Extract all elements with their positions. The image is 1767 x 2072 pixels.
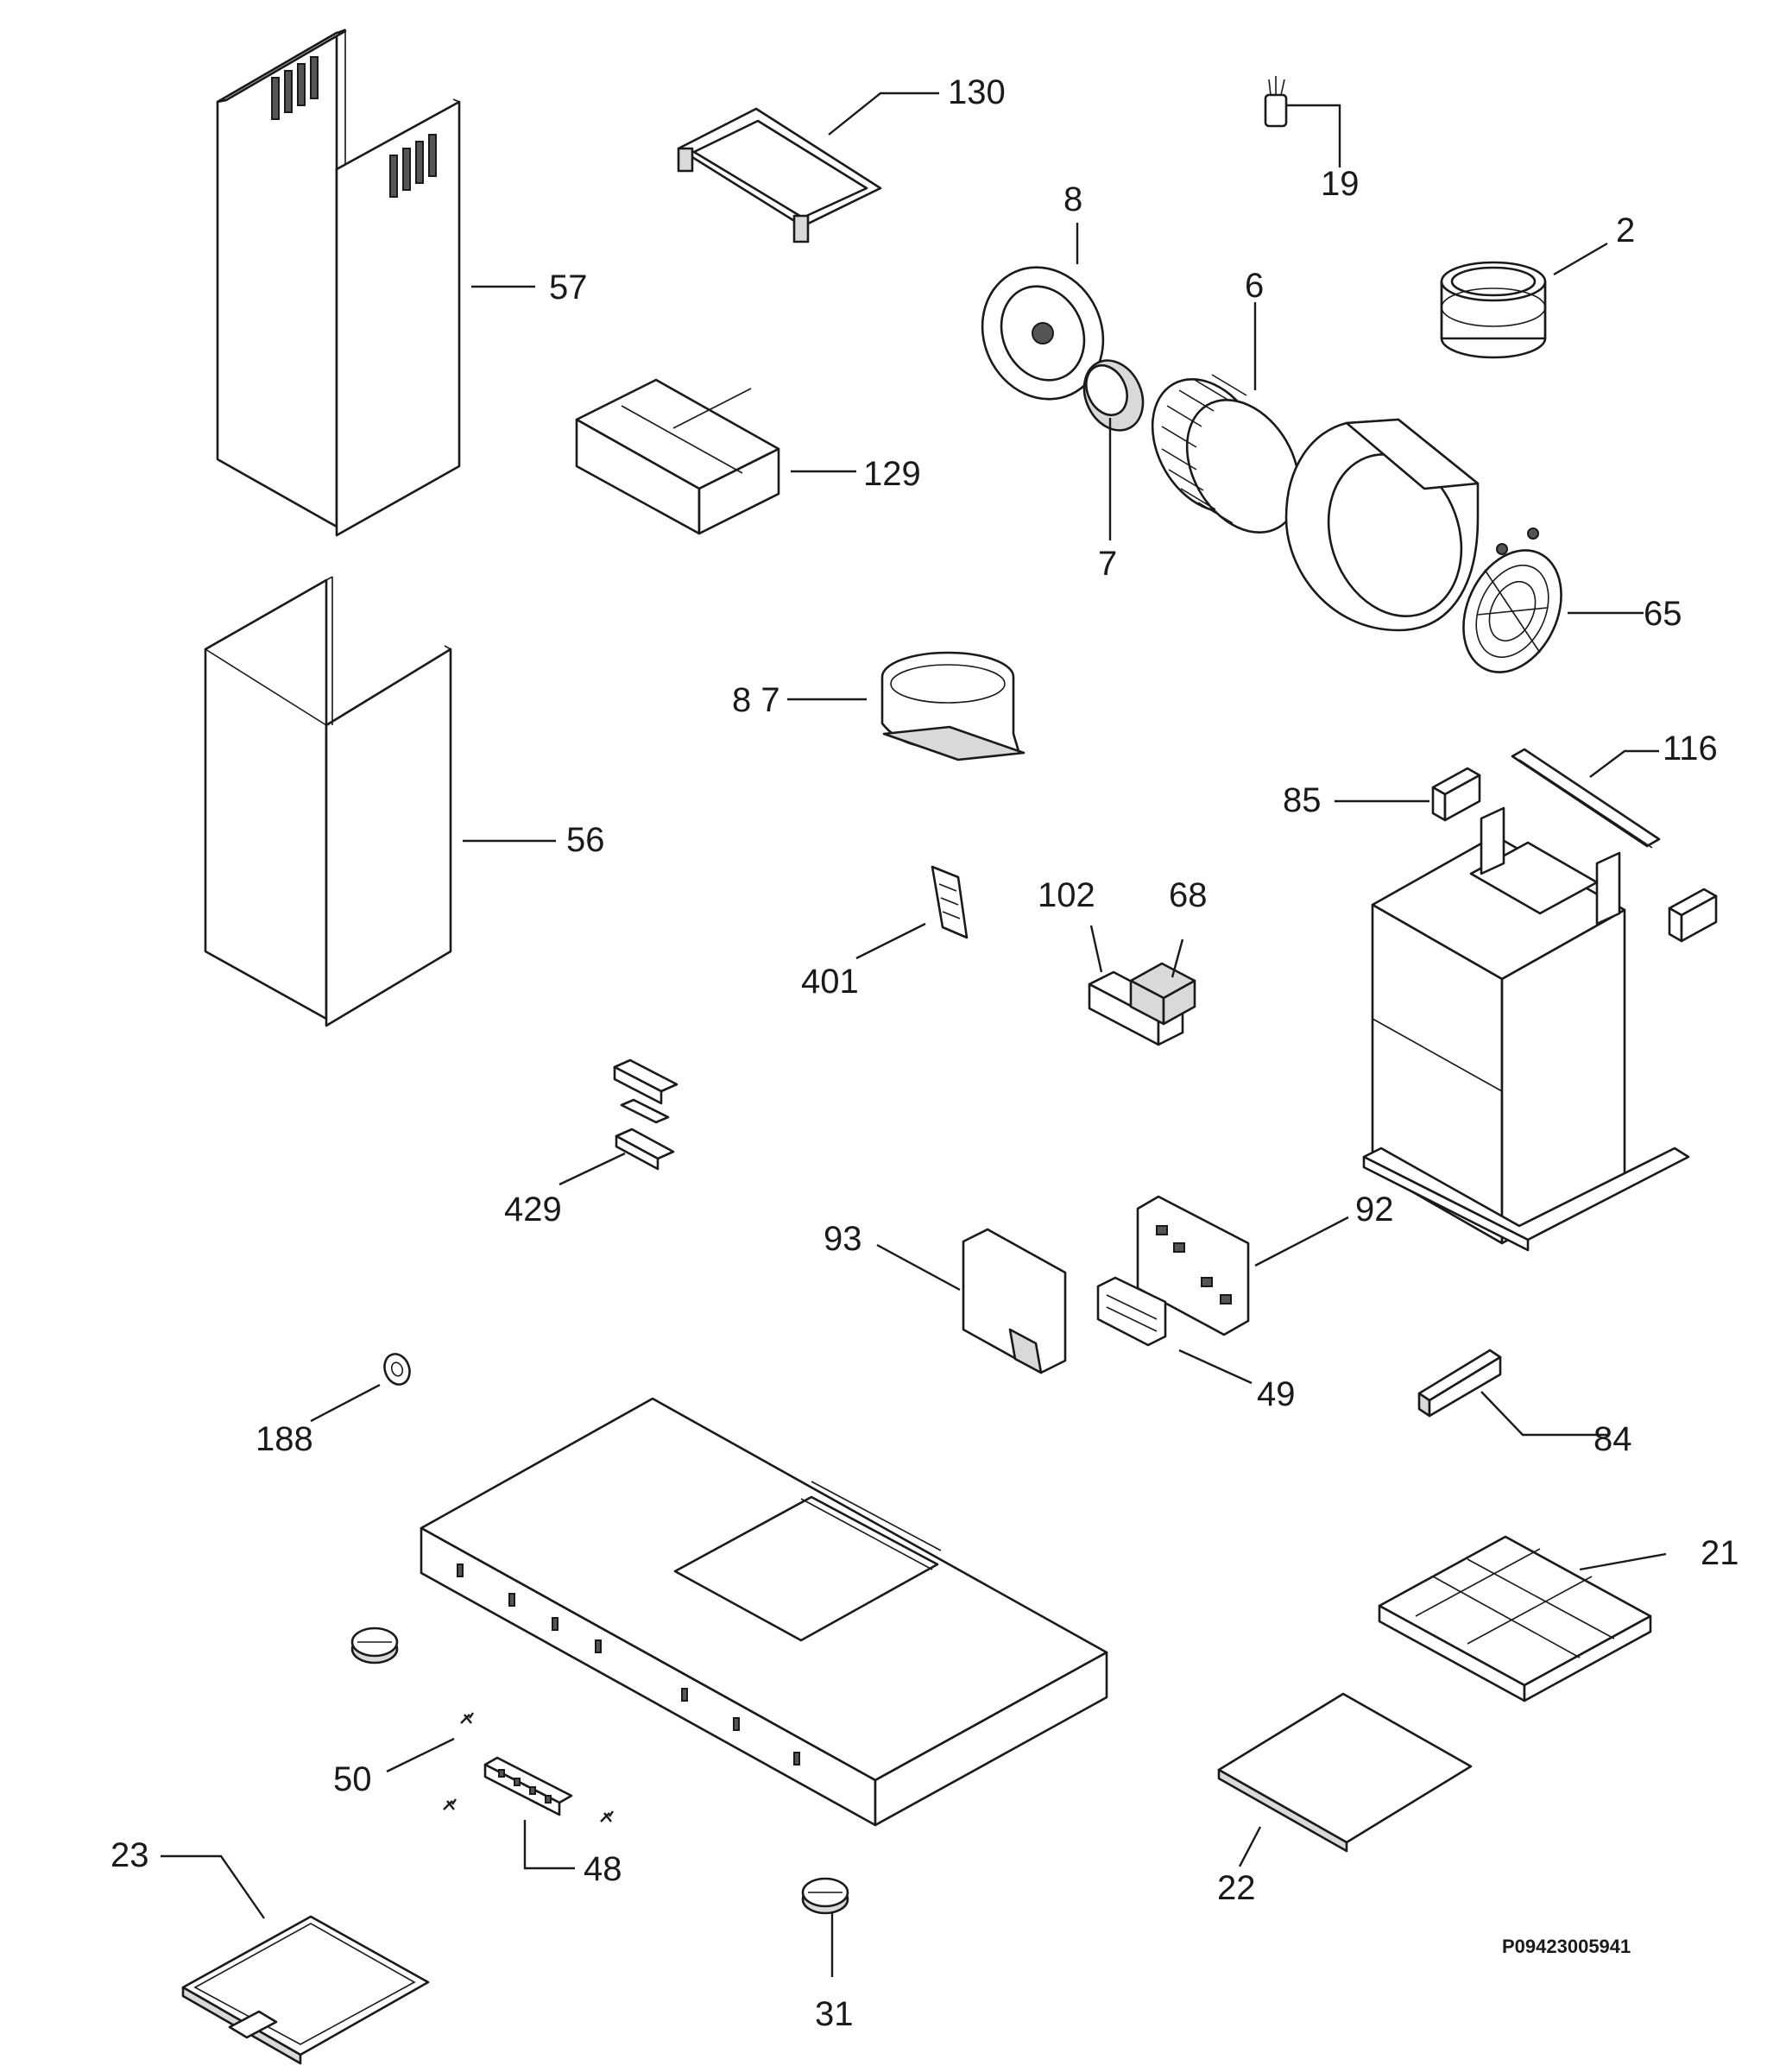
label-50: 50 <box>333 1760 372 1798</box>
part-31-knob <box>801 1877 849 1915</box>
label-188: 188 <box>256 1420 313 1458</box>
label-68: 68 <box>1169 876 1208 914</box>
part-19-capacitor <box>1264 76 1288 128</box>
part-87-air-duct <box>880 651 1025 761</box>
part-23-grease-filter <box>181 1915 430 2065</box>
hood-canopy <box>420 1397 1108 1827</box>
callout-leader-lines <box>161 92 1667 1977</box>
label-19: 19 <box>1321 165 1360 203</box>
label-6: 6 <box>1245 267 1264 305</box>
label-130: 130 <box>948 73 1006 111</box>
label-48: 48 <box>584 1850 622 1888</box>
part-85-switch-block <box>1431 767 1718 943</box>
document-code: P09423005941 <box>1502 1936 1631 1957</box>
part-188-nut <box>383 1353 411 1386</box>
part-102-68-transformer <box>1088 962 1196 1046</box>
part-56-lower-chimney <box>204 576 452 1027</box>
label-92: 92 <box>1355 1191 1394 1229</box>
label-429: 429 <box>504 1191 562 1229</box>
label-49: 49 <box>1257 1375 1296 1413</box>
fan-housing <box>1284 418 1480 632</box>
part-84-switch <box>1417 1349 1502 1418</box>
part-8-motor-plate <box>981 266 1105 401</box>
part-130-bracket <box>677 107 882 243</box>
part-50-clips <box>443 1712 614 1822</box>
part-2-collar <box>1440 261 1547 359</box>
label-65: 65 <box>1644 595 1682 633</box>
label-7: 7 <box>1098 545 1117 583</box>
part-22-filter-pad <box>1217 1692 1473 1853</box>
part-57-upper-chimney <box>216 28 461 537</box>
part-6-blower-wheel <box>1151 374 1301 534</box>
part-49-small-board <box>1096 1276 1167 1347</box>
label-85: 85 <box>1283 781 1322 819</box>
part-401-pcb <box>931 865 969 939</box>
label-23: 23 <box>110 1836 149 1874</box>
label-87: 8 7 <box>732 681 780 719</box>
label-84: 84 <box>1593 1420 1632 1458</box>
label-31: 31 <box>815 1995 854 2033</box>
label-401: 401 <box>801 963 859 1001</box>
callout-labels: 130 19 8 2 6 57 129 7 65 8 7 116 85 56 1… <box>110 73 1739 2033</box>
main-cabinet <box>1362 806 1690 1252</box>
part-65-fan-guard <box>1462 527 1562 673</box>
control-knob <box>350 1627 399 1665</box>
part-93-board <box>962 1228 1067 1374</box>
label-56: 56 <box>566 821 605 859</box>
part-116-rail <box>1511 748 1661 849</box>
label-102: 102 <box>1038 876 1095 914</box>
label-57: 57 <box>549 268 588 306</box>
label-21: 21 <box>1701 1534 1739 1572</box>
part-48-lamp-strip <box>483 1756 573 1816</box>
part-21-filter-frame <box>1378 1535 1652 1702</box>
label-93: 93 <box>824 1220 862 1258</box>
label-22: 22 <box>1217 1869 1256 1907</box>
part-7-motor <box>1082 359 1145 432</box>
label-8: 8 <box>1063 180 1082 218</box>
label-116: 116 <box>1663 730 1718 768</box>
part-129-box <box>575 378 780 535</box>
label-2: 2 <box>1616 212 1635 250</box>
label-129: 129 <box>863 455 921 493</box>
part-429-switch-stack <box>613 1058 678 1171</box>
